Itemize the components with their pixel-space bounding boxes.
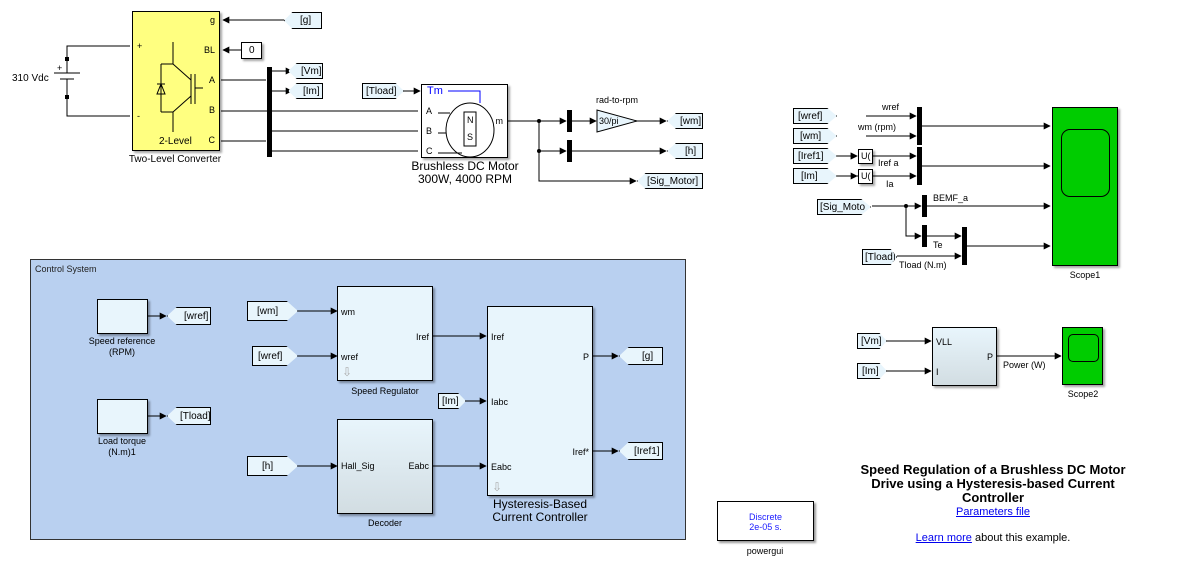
converter-name: Two-Level Converter	[128, 154, 222, 165]
goto-iref1-tag[interactable]: [Iref1]	[619, 442, 663, 460]
selector-iref-block[interactable]: U(	[858, 149, 873, 164]
bldc-motor-block[interactable]: Tm A B C m N S	[421, 84, 508, 158]
scope1-block[interactable]	[1052, 107, 1118, 266]
motor-port-b: B	[426, 126, 433, 136]
powergui-block[interactable]: Discrete 2e-05 s.	[717, 501, 814, 541]
scope2-screen-icon	[1068, 334, 1099, 362]
bus-selector-hall	[567, 140, 572, 162]
mux-current	[917, 147, 922, 185]
from-im-power-tag[interactable]: [Im]	[857, 363, 887, 379]
dc-source-wires	[54, 45, 130, 117]
from-vm-power-tag[interactable]: [Vm]	[857, 333, 887, 349]
learn-more-link[interactable]: Learn more	[915, 532, 972, 544]
signal-label-power: Power (W)	[1003, 360, 1046, 370]
signal-label-te: Te	[933, 240, 943, 250]
goto-g-tag[interactable]: [g]	[619, 347, 663, 365]
mux-speed	[917, 107, 922, 145]
motor-pole-s: S	[467, 132, 474, 142]
from-wm-tag[interactable]: [wm]	[793, 128, 837, 144]
from-tload-tag[interactable]: [Tload]	[362, 83, 404, 99]
converter-port-b: B	[208, 105, 215, 115]
learn-more-line: Learn more about this example.	[915, 532, 1071, 544]
signal-label-ia: Ia	[886, 179, 894, 189]
gain-label: rad-to-rpm	[596, 95, 639, 105]
goto-wref-tag[interactable]: [wref]	[167, 307, 211, 325]
speed-regulator-block[interactable]: wm wref Iref ⇩	[337, 286, 433, 381]
goto-h-tag[interactable]: [h]	[667, 143, 703, 159]
converter-inner-label: 2-Level	[159, 136, 192, 147]
mask-arrow-icon: ⇩	[342, 365, 353, 379]
gain-value: 30/pi	[599, 116, 619, 126]
measurement-bus	[267, 67, 272, 157]
converter-port-bl: BL	[203, 45, 215, 55]
decoder-name: Decoder	[367, 518, 403, 528]
signal-label-wref: wref	[882, 102, 900, 112]
two-level-converter-block[interactable]: + - g BL A B C 2-Level	[132, 11, 220, 151]
from-sig-motor-tag[interactable]: [Sig_Moto	[817, 199, 871, 215]
goto-im-tag[interactable]: [Im]	[288, 83, 323, 99]
converter-port-c: C	[208, 135, 216, 145]
from-wm-ctrl-tag[interactable]: [wm]	[247, 301, 298, 321]
load-torque-name: Load torque (N.m)1	[97, 436, 147, 457]
constant-bl-block[interactable]: 0	[241, 42, 262, 59]
from-g-tag[interactable]: [g]	[284, 12, 322, 29]
hysteresis-controller-name: Hysteresis-Based Current Controller	[492, 497, 588, 524]
motor-port-tm: Tm	[427, 85, 443, 97]
decoder-block[interactable]: Hall_Sig Eabc	[337, 419, 433, 514]
goto-wm-tag[interactable]: [wm]	[667, 113, 703, 129]
power-calc-block[interactable]: VLL I P	[932, 327, 997, 386]
speed-reference-block[interactable]	[97, 299, 148, 334]
signal-label-bemf: BEMF_a	[933, 193, 969, 203]
dc-source-plus: +	[57, 63, 63, 73]
motor-port-m: m	[495, 116, 504, 126]
igbt-diode-icon	[156, 42, 203, 132]
mux-torque	[962, 227, 967, 265]
parameters-file-link[interactable]: Parameters file	[956, 506, 1030, 518]
selector-ia-block[interactable]: U(	[858, 169, 873, 184]
bus-selector-speed	[567, 110, 572, 132]
signal-label-iref-a: Iref a	[878, 158, 899, 168]
from-im-tag[interactable]: [Im]	[793, 168, 837, 184]
converter-port-a: A	[208, 75, 215, 85]
scope1-name: Scope1	[1069, 270, 1101, 280]
scope2-name: Scope2	[1067, 389, 1099, 399]
motor-name: Brushless DC Motor 300W, 4000 RPM	[411, 159, 519, 186]
load-torque-block[interactable]	[97, 399, 148, 434]
speed-reference-name: Speed reference (RPM)	[88, 336, 156, 357]
goto-vm-tag[interactable]: [Vm]	[288, 63, 323, 79]
signal-label-tload: Tload (N.m)	[899, 260, 947, 270]
motor-port-c: C	[426, 146, 433, 156]
motor-pole-n: N	[467, 115, 474, 125]
goto-sig-motor-tag[interactable]: [Sig_Motor]	[637, 173, 703, 189]
motor-port-a: A	[426, 106, 433, 116]
converter-port-plus: +	[137, 41, 143, 51]
from-im-ctrl-tag[interactable]: [Im]	[438, 393, 466, 409]
model-title: Speed Regulation of a Brushless DC Motor…	[860, 462, 1126, 505]
goto-tload-tag[interactable]: [Tload]	[167, 407, 211, 425]
converter-port-g: g	[209, 15, 215, 25]
gain-block[interactable]	[596, 109, 639, 133]
hysteresis-controller-block[interactable]: Iref Iabc Eabc P Iref* ⇩	[487, 306, 593, 496]
from-iref1-tag[interactable]: [Iref1]	[793, 148, 837, 164]
from-wref-ctrl-tag[interactable]: [wref]	[252, 346, 298, 366]
mask-arrow-icon: ⇩	[492, 480, 503, 494]
bus-selector-bemf	[922, 195, 927, 217]
from-h-ctrl-tag[interactable]: [h]	[247, 456, 298, 476]
motor-symbol-icon	[438, 90, 495, 158]
bus-selector-te	[922, 225, 927, 247]
converter-port-minus: -	[137, 111, 140, 121]
signal-label-wm: wm (rpm)	[858, 122, 896, 132]
powergui-name: powergui	[746, 546, 784, 556]
speed-regulator-name: Speed Regulator	[351, 386, 419, 396]
from-wref-tag[interactable]: [wref]	[793, 108, 837, 124]
dc-source-label: 310 Vdc	[12, 73, 49, 84]
control-system-title: Control System	[35, 264, 97, 274]
from-tload-scope-tag[interactable]: [Tload]	[862, 249, 897, 265]
scope2-block[interactable]	[1062, 327, 1103, 385]
scope1-screen-icon	[1061, 129, 1110, 197]
